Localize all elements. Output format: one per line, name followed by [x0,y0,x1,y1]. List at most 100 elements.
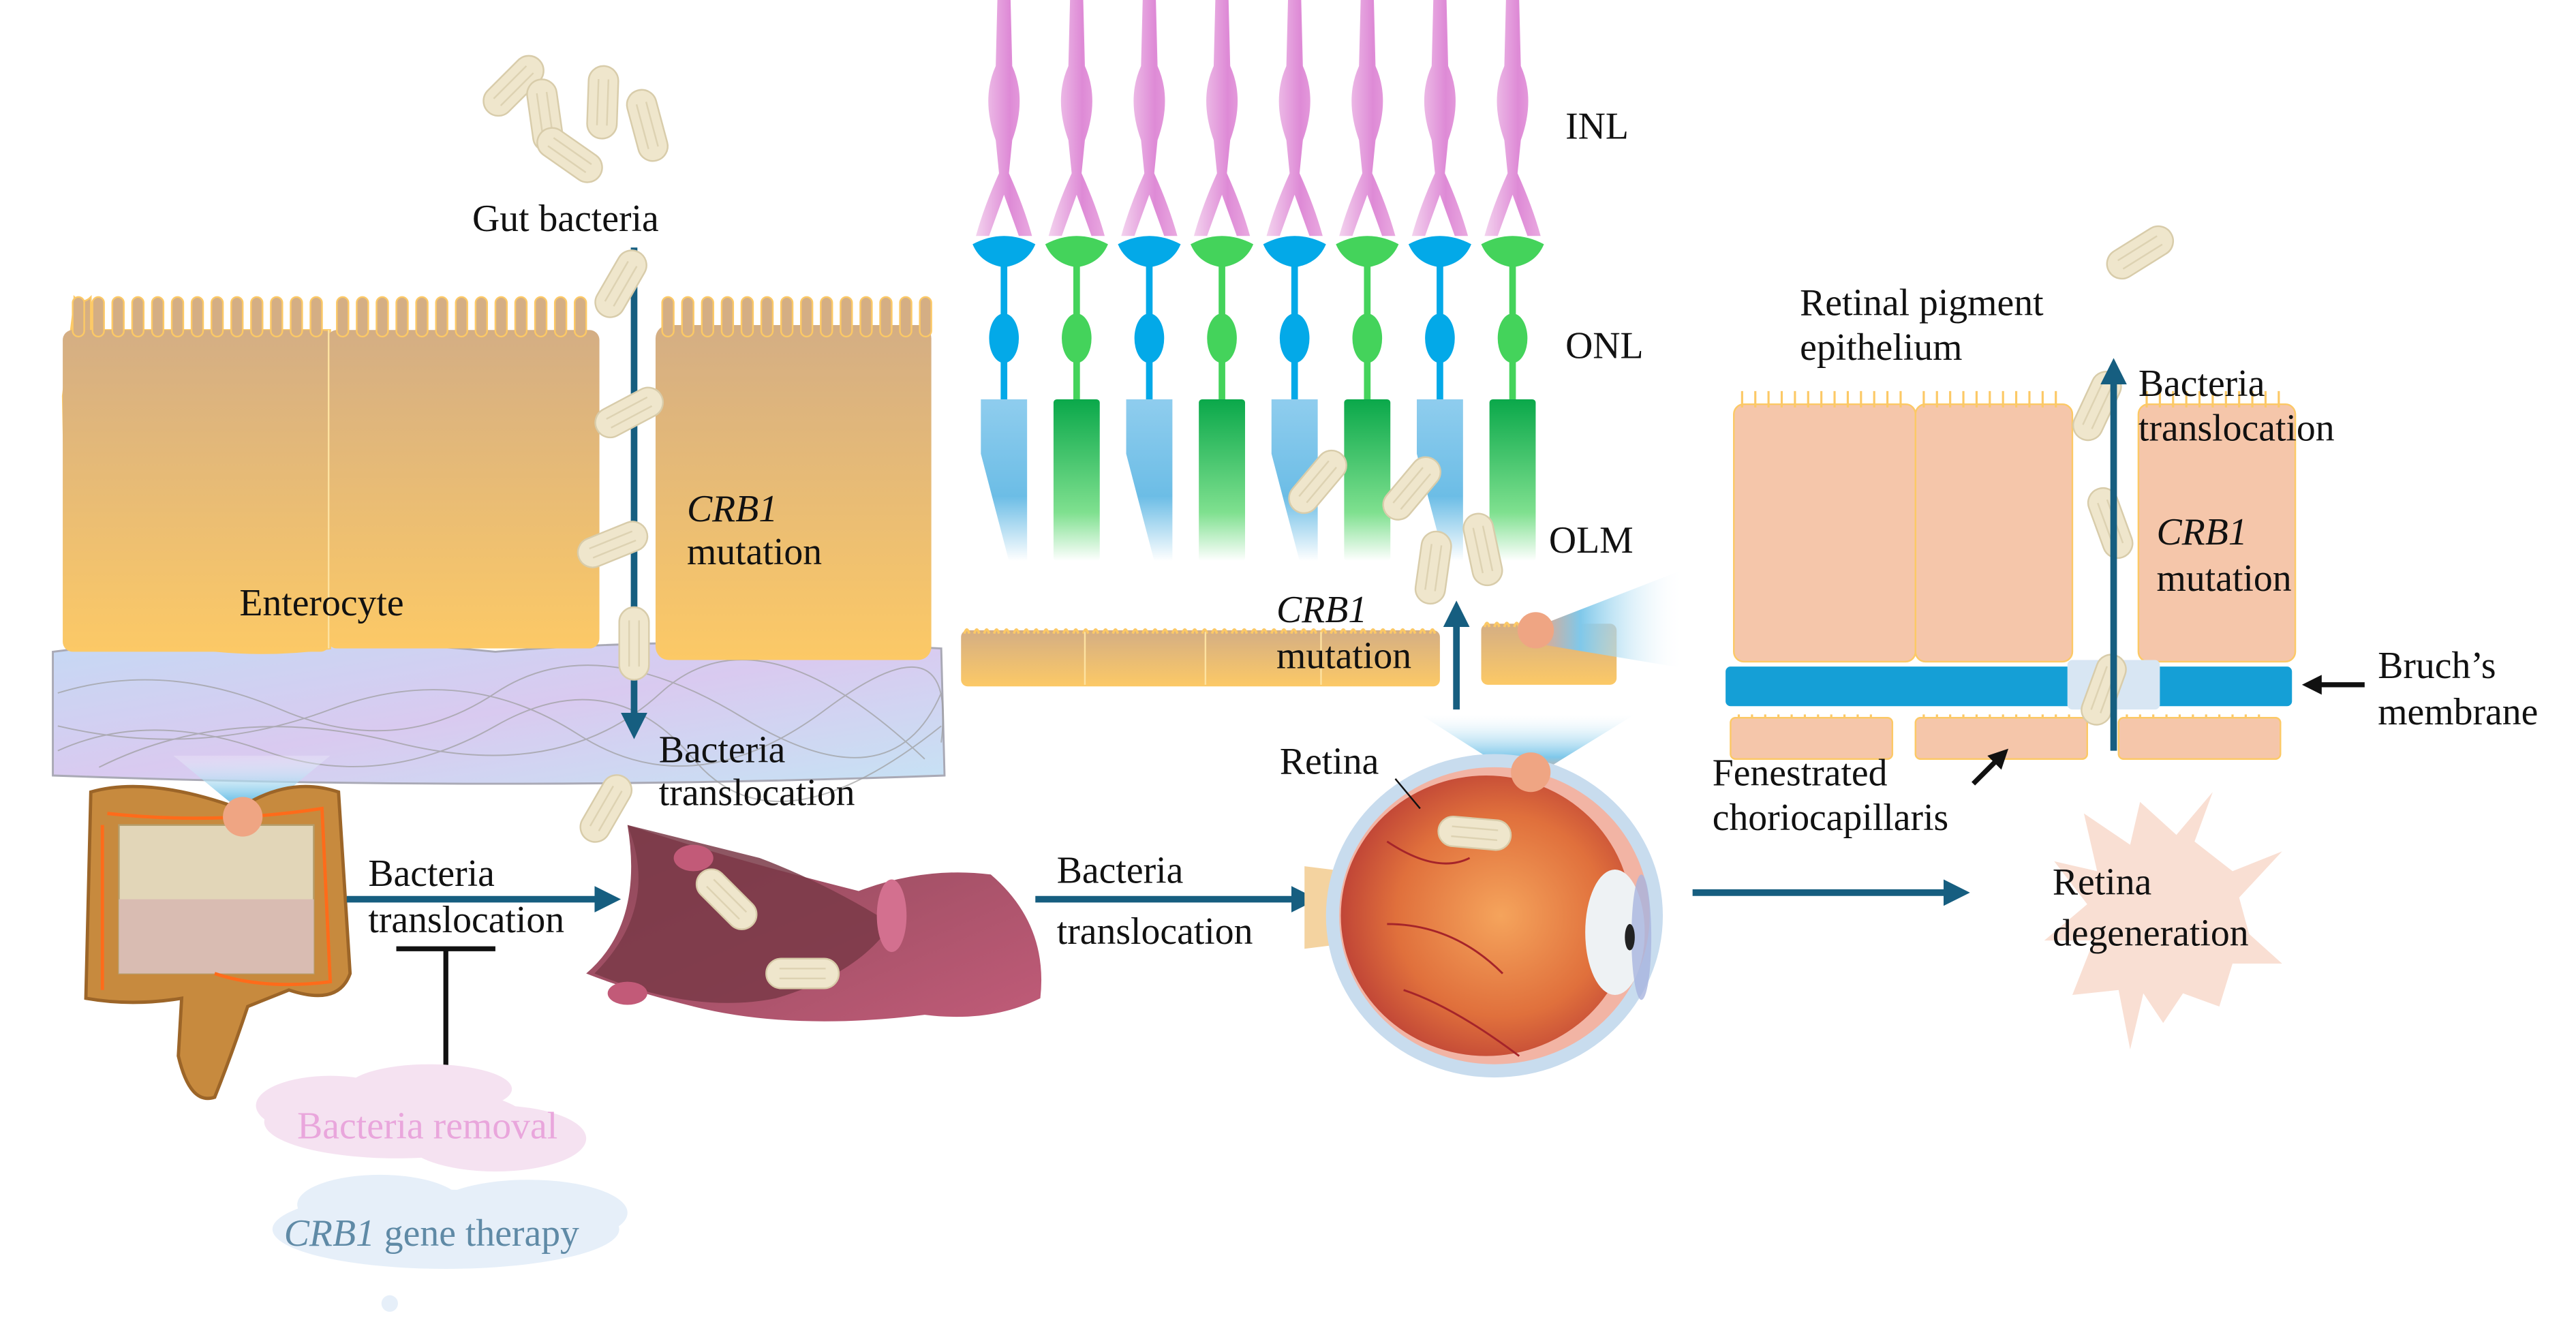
bacterium [618,606,650,681]
zoom-spot-colon [223,797,263,837]
olm-label: OLM [1549,519,1634,562]
rpe-label-2: epithelium [1800,326,1962,369]
microvillus [151,296,165,338]
outcome-label-1: Retina [2053,861,2151,903]
microvillus [514,296,528,338]
translocation-label-colon-1: Bacteria [368,853,495,895]
zoom-spot-eye [1511,752,1551,793]
translocation-label-rpe-2: translocation [2138,407,2335,449]
cone-cell [1481,0,1544,562]
outcome-label-2: degeneration [2053,912,2249,954]
mutation-label-gut: mutation [687,531,822,573]
gene-therapy-label: CRB1 gene therapy [284,1212,579,1255]
rod-outer-segment [1126,399,1173,562]
microvillus [190,296,204,338]
zoom-beam-colon [173,755,331,817]
microvillus [131,296,145,338]
translocation-label-vessel-1: Bacteria [1057,849,1184,891]
microvillus [356,296,369,338]
microvillus [91,296,105,338]
microvillus [230,296,244,338]
translocation-label-vessel-2: translocation [1057,910,1253,953]
microvillus [534,296,548,338]
microvillus [290,296,303,338]
cone-outer-segment [1489,399,1536,562]
translocation-label-colon-2: translocation [368,899,564,941]
rod-cell [972,0,1036,562]
gut-bacteria-label: Gut bacteria [472,198,659,240]
microvillus [435,296,448,338]
microvillus [309,296,323,338]
enterocyte-cell-2-body [326,330,600,649]
zoom-beam-eye [1420,714,1635,776]
gut-epithelium-panel: Enterocyte CRB1 mutation Gut bacteria Ba… [52,48,946,814]
microvillus [553,296,568,338]
microvillus [820,296,833,338]
microvillus [210,296,224,338]
photoreceptor-row [972,0,1544,562]
bruchs-label-1: Bruch’s [2378,645,2496,687]
retina-degeneration-starburst [2044,792,2282,1049]
microvillus [72,296,85,338]
gene-therapy-gene: CRB1 [284,1212,375,1255]
bipolar-cell [1266,0,1323,236]
choriocapillaris [1914,717,2088,760]
microvillus [375,296,389,338]
microvillus [701,296,714,338]
rpe-cell [1733,403,1916,663]
blood-vessel [574,769,1042,1022]
microvillus [574,296,587,338]
bruchs-membrane [1726,666,2293,707]
microvillus [720,296,735,338]
zoom-beam-olm [1535,569,1685,669]
rod-outer-segment [1417,399,1463,562]
rod-cell [1408,0,1471,562]
translocation-label-gut-1: Bacteria [659,729,786,771]
crb1-label-rpe: CRB1 [2157,511,2248,553]
crb1-label-gut: CRB1 [687,488,778,530]
bacterium [589,244,653,324]
rod-cell [1118,0,1181,562]
cone-outer-segment [1199,399,1245,562]
gene-therapy-rest: gene therapy [375,1212,579,1255]
cone-cell [1191,0,1254,562]
choriocapillaris [2117,717,2282,760]
bipolar-cell [1411,0,1469,236]
retina-label: Retina [1280,741,1379,783]
microvillus [681,296,694,338]
microvillus [415,296,429,338]
cone-outer-segment [1053,399,1100,562]
bacteria-removal-cloud: Bacteria removal [256,1064,587,1172]
microvillus [455,296,468,338]
inl-label: INL [1565,105,1629,147]
rpe-cell [2137,403,2297,663]
microvilli [72,296,932,338]
microvillus [740,296,754,338]
enterocyte-cell-3-body [655,324,932,660]
microvillus [474,296,489,338]
choriocapillaris [1730,717,1894,760]
chorio-label-1: Fenestrated [1713,752,1888,795]
bipolar-cell [1193,0,1251,236]
microvillus [859,296,873,338]
cone-cell [1045,0,1108,562]
cone-outer-segment [1344,399,1391,562]
gene-therapy-cloud: CRB1 gene therapy [272,1174,628,1312]
bacteria-removal-label: Bacteria removal [297,1105,557,1148]
rpe-label-1: Retinal pigment [1800,281,2044,324]
cone-cell [1336,0,1399,562]
colon-illustration [84,784,352,1101]
microvillus [919,296,932,338]
translocation-label-gut-2: translocation [659,772,855,814]
zoom-spot-olm [1517,612,1554,649]
microvillus [250,296,264,338]
enterocyte-label: Enterocyte [239,582,403,624]
bipolar-cell [1048,0,1105,236]
rpe-cell [1914,403,2074,663]
microvillus [780,296,794,338]
eye-illustration [1304,752,1663,1078]
rod-cell [1263,0,1326,562]
translocation-label-rpe-1: Bacteria [2138,363,2265,405]
gut-bacteria-cluster [476,48,672,189]
